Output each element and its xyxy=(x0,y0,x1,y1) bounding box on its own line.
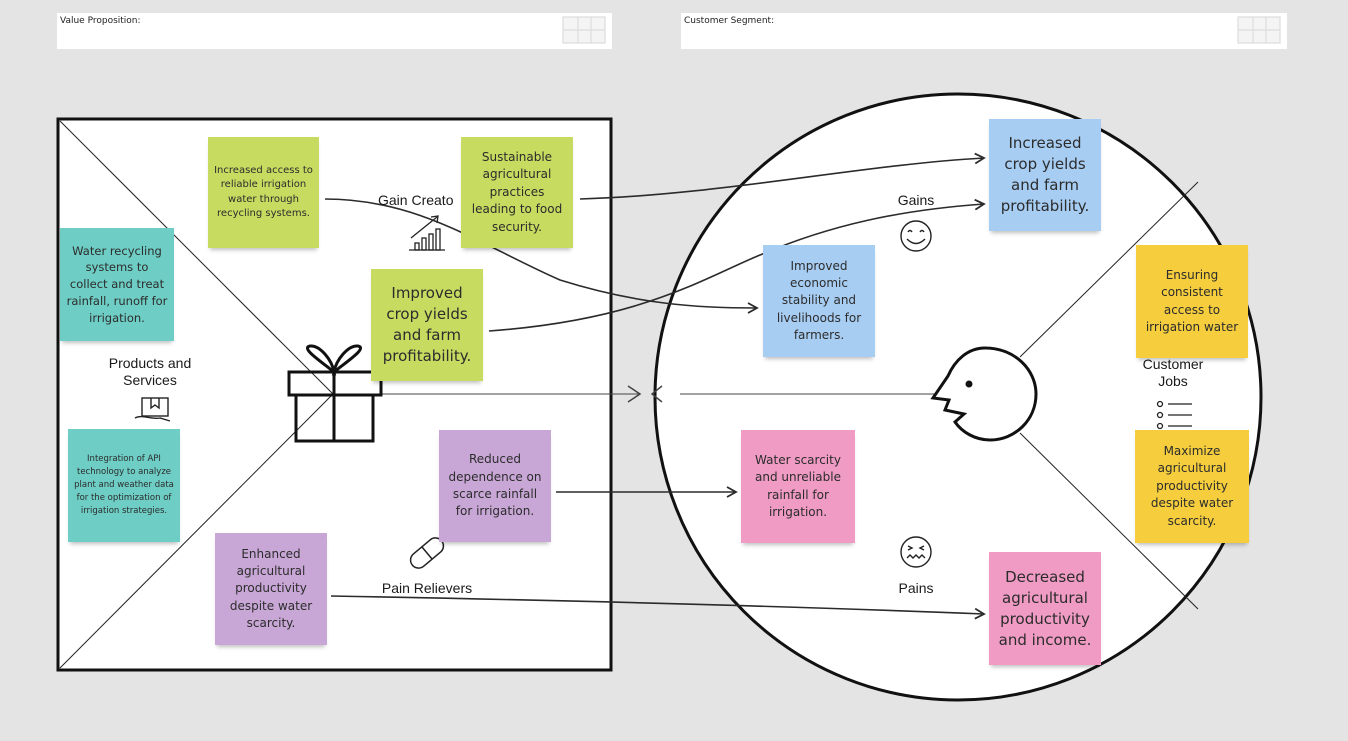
note-text: Reduced dependence on scarce rainfall fo… xyxy=(448,452,542,519)
gift-icon xyxy=(287,344,383,443)
customer-segment-header[interactable]: Customer Segment: xyxy=(681,13,1287,49)
sticky-note-pain[interactable]: Water scarcity and unreliable rainfall f… xyxy=(741,430,855,543)
list-icon xyxy=(1156,400,1192,430)
label-pains: Pains xyxy=(898,580,934,596)
note-text: Maximize agricultural productivity despi… xyxy=(1150,444,1234,528)
sticky-note-gain[interactable]: Improved economic stability and liveliho… xyxy=(763,245,875,357)
note-text: Increased access to reliable irrigation … xyxy=(214,164,313,220)
board-template-icon xyxy=(562,16,606,44)
sticky-note-pain[interactable]: Decreased agricultural productivity and … xyxy=(989,552,1101,665)
face-profile-icon xyxy=(930,346,1038,442)
sticky-note-gain-creator[interactable]: Improved crop yields and farm profitabil… xyxy=(371,269,483,381)
frown-icon xyxy=(900,536,932,568)
smiley-icon xyxy=(900,220,932,252)
sticky-note-gain-creator[interactable]: Increased access to reliable irrigation … xyxy=(208,137,319,248)
sticky-note-pain-reliever[interactable]: Reduced dependence on scarce rainfall fo… xyxy=(439,430,551,542)
note-text: Ensuring consistent access to irrigation… xyxy=(1145,267,1239,334)
face-eye xyxy=(965,380,973,388)
sticky-note-customer-job[interactable]: Ensuring consistent access to irrigation… xyxy=(1136,245,1248,358)
sticky-note-customer-job[interactable]: Maximize agricultural productivity despi… xyxy=(1135,430,1249,543)
note-text: Water scarcity and unreliable rainfall f… xyxy=(754,452,841,519)
connector-yields-to-yields xyxy=(488,198,986,332)
customer-segment-label: Customer Segment: xyxy=(684,16,775,26)
note-text: Sustainable agricultural practices leadi… xyxy=(471,150,563,234)
board-template-icon xyxy=(1237,16,1281,44)
note-text: Integration of API technology to analyze… xyxy=(74,453,174,517)
note-text: Improved crop yields and farm profitabil… xyxy=(382,284,472,365)
sticky-note-product-service[interactable]: Integration of API technology to analyze… xyxy=(68,429,180,542)
note-text: Water recycling systems to collect and t… xyxy=(66,243,168,325)
sticky-note-gain[interactable]: Increased crop yields and farm profitabi… xyxy=(989,119,1101,231)
note-text: Enhanced agricultural productivity despi… xyxy=(229,546,313,631)
note-text: Improved economic stability and liveliho… xyxy=(776,258,862,343)
value-proposition-header[interactable]: Value Proposition: xyxy=(57,13,612,49)
product-box-icon xyxy=(134,397,171,422)
label-customer-jobs: Customer Jobs xyxy=(1142,356,1204,389)
sticky-note-pain-reliever[interactable]: Enhanced agricultural productivity despi… xyxy=(215,533,327,645)
connector-productivity-to-decreased xyxy=(330,595,986,620)
connector-access-to-stability xyxy=(324,198,759,314)
value-proposition-label: Value Proposition: xyxy=(60,16,141,26)
sticky-note-gain-creator[interactable]: Sustainable agricultural practices leadi… xyxy=(461,137,573,248)
note-text: Increased crop yields and farm profitabi… xyxy=(1000,134,1090,215)
label-products-services: Products and Services xyxy=(108,355,192,388)
connectors xyxy=(324,152,986,620)
sticky-note-product-service[interactable]: Water recycling systems to collect and t… xyxy=(60,228,174,341)
label-gains: Gains xyxy=(897,192,935,208)
connector-sustainable-to-yields xyxy=(579,152,986,200)
label-pain-relievers: Pain Relievers xyxy=(381,580,473,596)
note-text: Decreased agricultural productivity and … xyxy=(998,567,1092,649)
label-gain-creators: Gain Creato xyxy=(378,192,454,208)
